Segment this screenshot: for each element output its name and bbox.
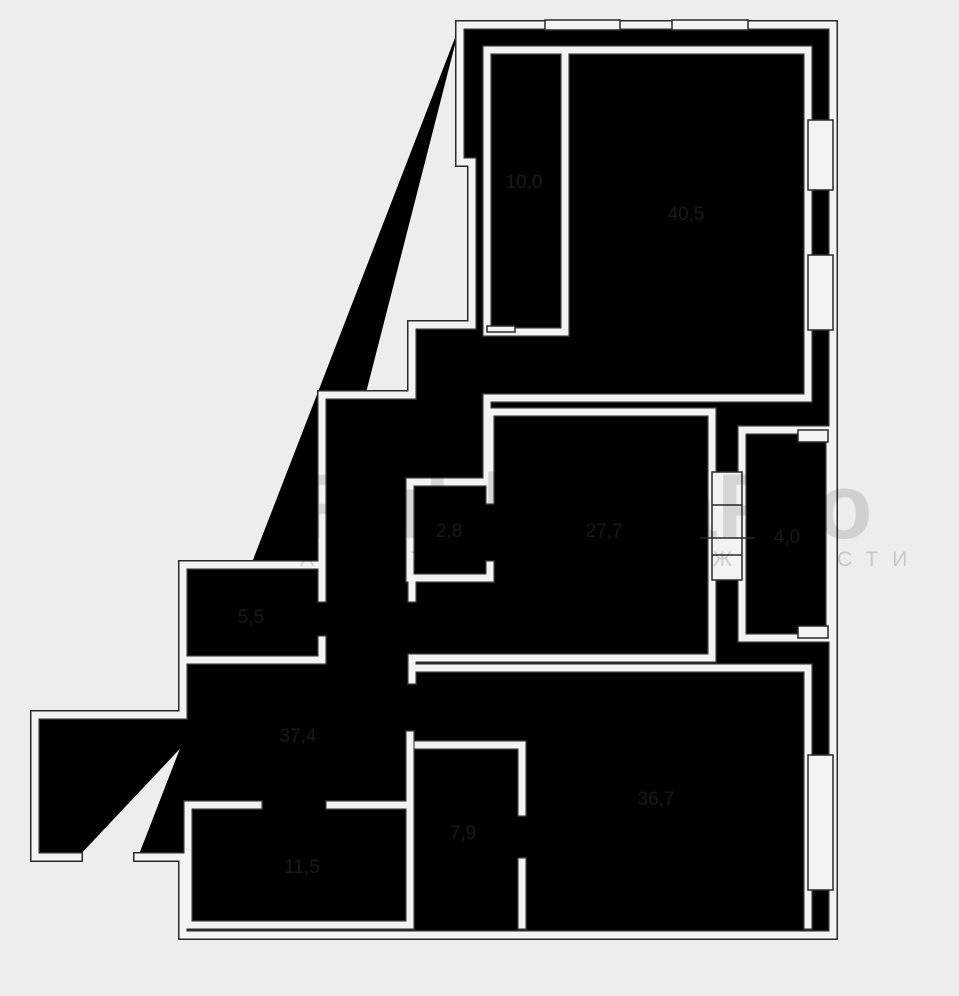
window — [807, 254, 834, 331]
window — [544, 19, 621, 31]
window — [671, 19, 749, 31]
room-area-label: 36,7 — [637, 789, 675, 810]
room-area-label: 40,5 — [667, 204, 705, 225]
room-area-label: 2,8 — [435, 521, 463, 542]
room-area-label: 5,5 — [237, 607, 265, 628]
room-area-label: 37,4 — [279, 726, 317, 747]
room-area-label: 4,0 — [773, 527, 801, 548]
window — [807, 754, 834, 891]
room-area-label: 10,0 — [505, 172, 543, 193]
room-area-label: 11,5 — [284, 857, 320, 878]
window — [807, 119, 834, 191]
room-area-label: 7,9 — [449, 823, 477, 844]
balcony-door — [711, 471, 743, 581]
room-area-label: 27,7 — [585, 521, 623, 542]
